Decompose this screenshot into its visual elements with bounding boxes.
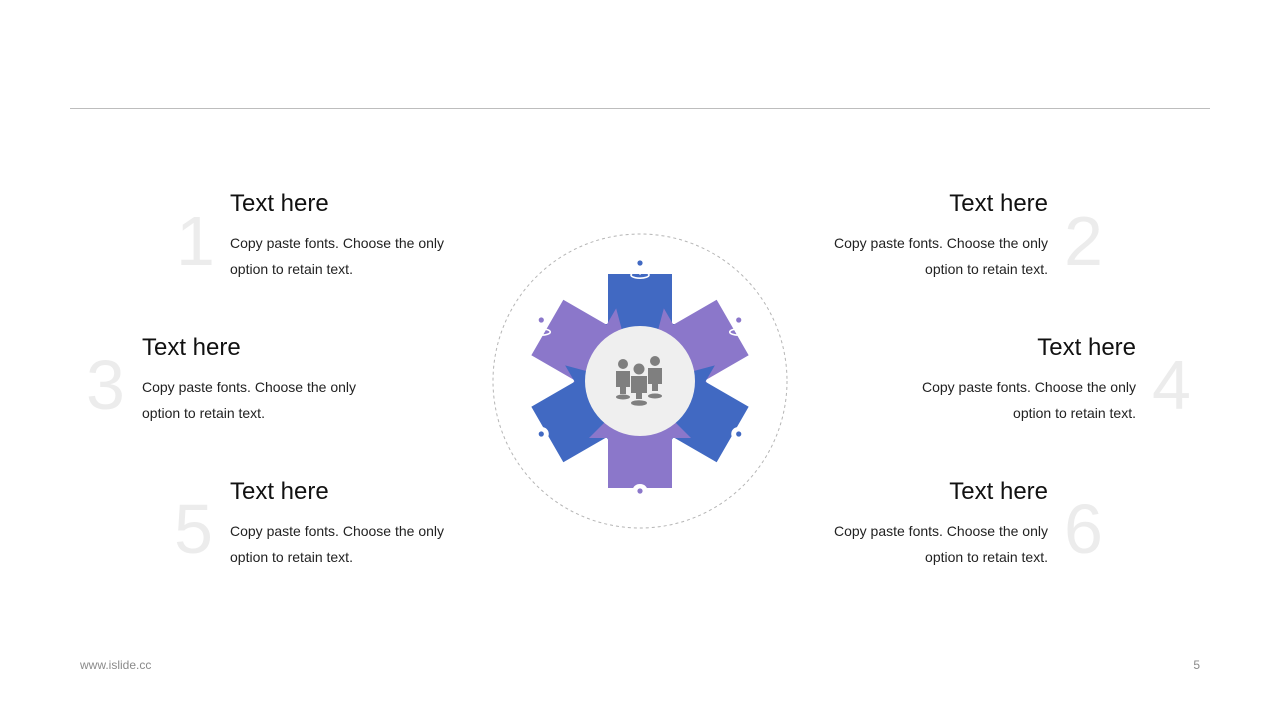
item-title-2: Text here (949, 190, 1048, 217)
item-desc-5-line2: option to retain text. (230, 549, 353, 565)
header-divider (70, 108, 1210, 109)
item-desc-6-line2: option to retain text. (925, 549, 1048, 565)
item-number-2: 2 (1064, 202, 1103, 280)
item-desc-2-line2: option to retain text. (925, 261, 1048, 277)
location-pin-icon (531, 426, 552, 451)
location-pin-icon (728, 426, 749, 451)
item-desc-1-line1: Copy paste fonts. Choose the only (230, 235, 445, 251)
item-number-1: 1 (176, 202, 215, 280)
item-desc-2-line1: Copy paste fonts. Choose the only (833, 235, 1048, 251)
arrow-6 (589, 387, 691, 488)
item-title-5: Text here (230, 478, 329, 505)
dashed-orbit-ring (492, 233, 788, 529)
item-title-3: Text here (142, 334, 241, 361)
item-desc-3-line1: Copy paste fonts. Choose the only (142, 379, 357, 395)
item-desc-6-line1: Copy paste fonts. Choose the only (833, 523, 1048, 539)
item-number-6: 6 (1064, 490, 1103, 568)
location-pin-icon (630, 483, 650, 508)
item-desc-3-line2: option to retain text. (142, 405, 265, 421)
item-number-5: 5 (174, 490, 213, 568)
item-title-4: Text here (1037, 334, 1136, 361)
arrow-1 (589, 274, 691, 375)
item-number-4: 4 (1152, 346, 1191, 424)
item-title-6: Text here (949, 478, 1048, 505)
center-hub (585, 326, 695, 436)
item-desc-4-line2: option to retain text. (1013, 405, 1136, 421)
page-number: 5 (1193, 658, 1200, 672)
footer-url[interactable]: www.islide.cc (80, 658, 152, 672)
item-desc-4-line1: Copy paste fonts. Choose the only (921, 379, 1136, 395)
item-desc-5-line1: Copy paste fonts. Choose the only (230, 523, 445, 539)
item-desc-1-line2: option to retain text. (230, 261, 353, 277)
item-number-3: 3 (86, 346, 125, 424)
item-title-1: Text here (230, 190, 329, 217)
team-people-icon (616, 356, 662, 406)
